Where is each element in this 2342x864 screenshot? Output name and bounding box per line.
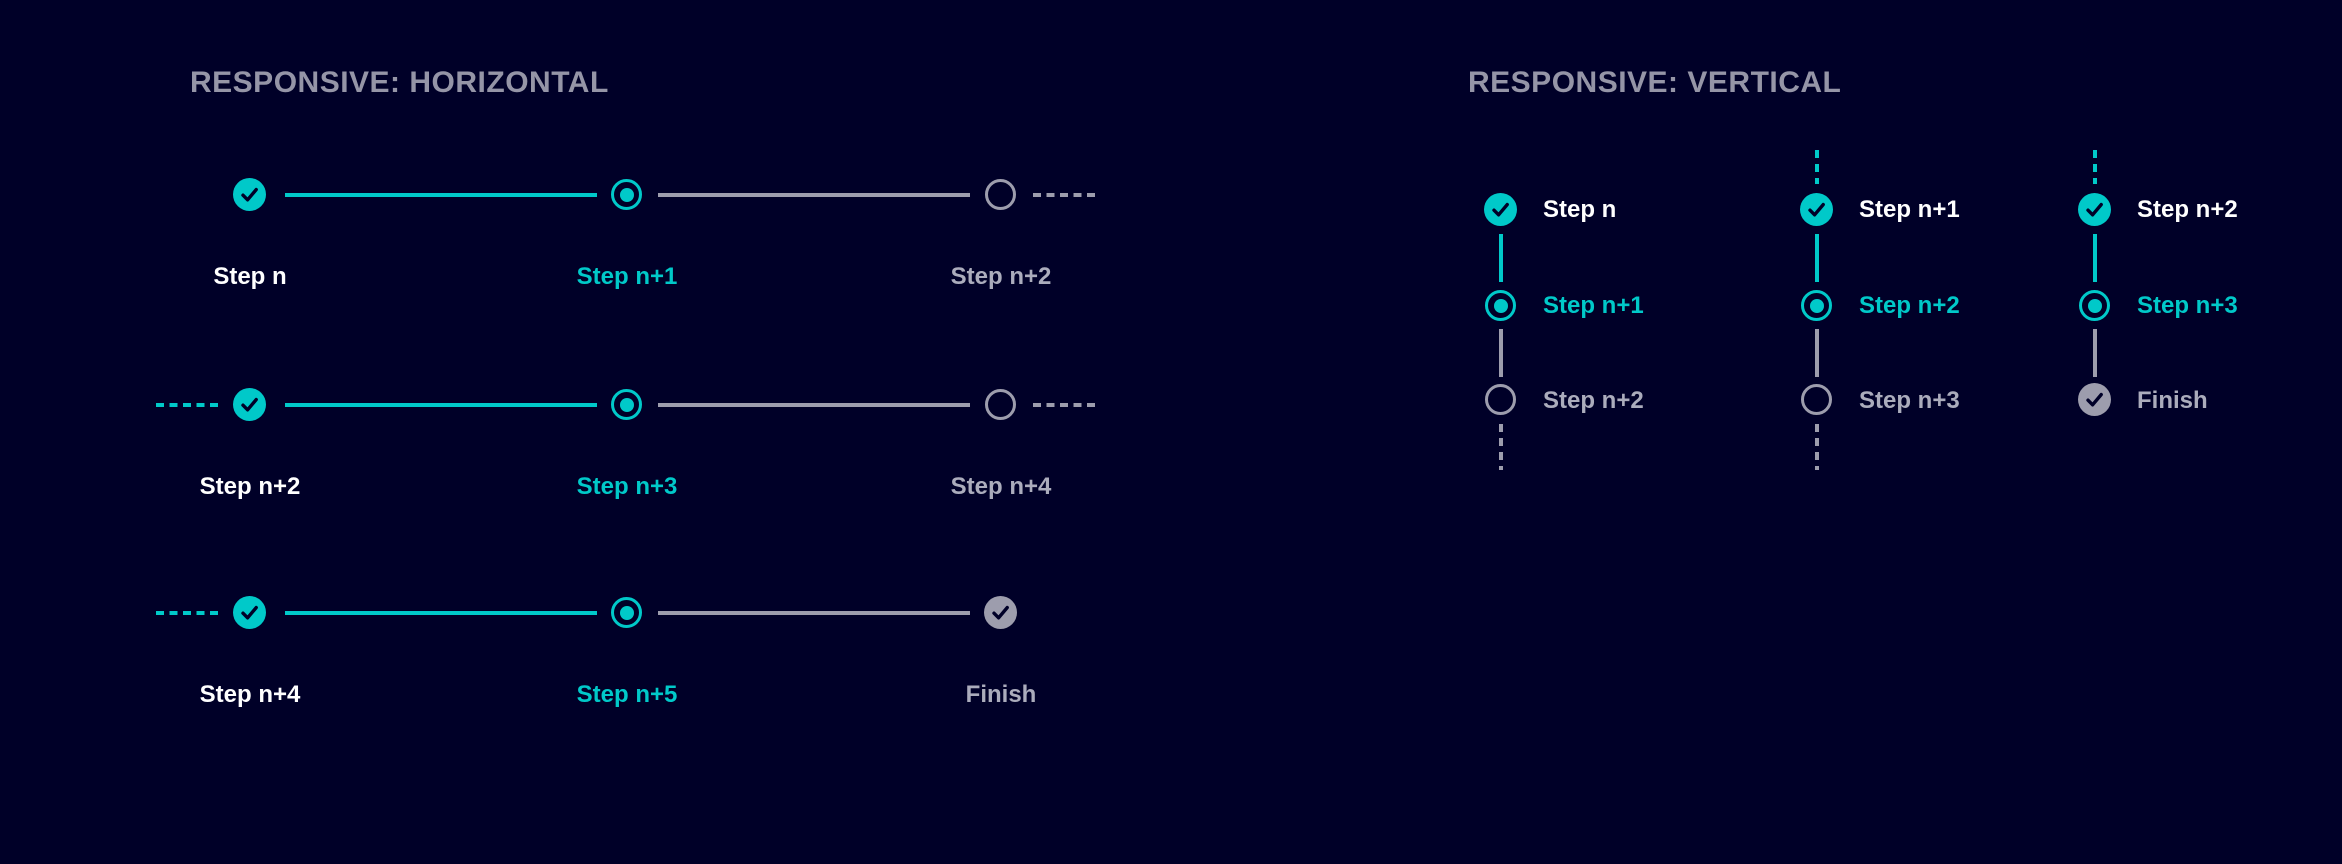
current-dot-icon bbox=[619, 605, 634, 620]
step-label[interactable]: Step n bbox=[213, 263, 287, 290]
step-label[interactable]: Step n+1 bbox=[1543, 292, 1644, 319]
overflow-dashes-bottom bbox=[1498, 424, 1503, 470]
step-label[interactable]: Step n+3 bbox=[576, 473, 678, 500]
overflow-dashes-top bbox=[2092, 150, 2097, 184]
check-icon bbox=[992, 605, 1009, 620]
current-dot-icon bbox=[1809, 298, 1824, 313]
vertical-section-title: RESPONSIVE: VERTICAL bbox=[1468, 66, 1842, 99]
overflow-dashes-left bbox=[156, 402, 219, 407]
horizontal-section-title: RESPONSIVE: HORIZONTAL bbox=[190, 66, 609, 99]
step-completed-icon[interactable] bbox=[233, 178, 266, 211]
overflow-dashes-right bbox=[1033, 192, 1096, 197]
step-completed-icon[interactable] bbox=[1484, 193, 1517, 226]
step-label[interactable]: Step n+3 bbox=[1859, 387, 1960, 414]
step-label[interactable]: Finish bbox=[965, 681, 1037, 708]
check-icon bbox=[241, 605, 258, 620]
step-upcoming-circle[interactable] bbox=[1485, 384, 1516, 415]
overflow-dashes-top bbox=[1814, 150, 1819, 184]
current-dot-icon bbox=[619, 397, 634, 412]
step-completed-icon[interactable] bbox=[1800, 193, 1833, 226]
step-label[interactable]: Step n+2 bbox=[1859, 292, 1960, 319]
step-finish-icon[interactable] bbox=[984, 596, 1017, 629]
step-current-indicator[interactable] bbox=[2079, 290, 2110, 321]
step-label[interactable]: Step n+4 bbox=[950, 473, 1052, 500]
step-label[interactable]: Finish bbox=[2137, 387, 2208, 414]
connector-line-upcoming bbox=[2092, 329, 2097, 377]
step-label[interactable]: Step n+2 bbox=[2137, 196, 2238, 223]
step-completed-icon[interactable] bbox=[233, 388, 266, 421]
step-label[interactable]: Step n+1 bbox=[1859, 196, 1960, 223]
step-label[interactable]: Step n+3 bbox=[2137, 292, 2238, 319]
current-dot-icon bbox=[1493, 298, 1508, 313]
connector-line-upcoming bbox=[1498, 329, 1503, 377]
step-label[interactable]: Step n+2 bbox=[199, 473, 301, 500]
step-current-indicator[interactable] bbox=[611, 179, 642, 210]
step-upcoming-circle[interactable] bbox=[985, 389, 1016, 420]
step-label[interactable]: Step n+2 bbox=[1543, 387, 1644, 414]
current-dot-icon bbox=[619, 187, 634, 202]
horizontal-stepper-row-3: Step n+4 Step n+5 Finish bbox=[156, 596, 1116, 726]
step-label[interactable]: Step n bbox=[1543, 196, 1617, 223]
step-upcoming-circle[interactable] bbox=[985, 179, 1016, 210]
check-icon bbox=[1808, 202, 1825, 217]
step-label[interactable]: Step n+5 bbox=[576, 681, 678, 708]
connector-line-completed bbox=[285, 192, 597, 197]
connector-line-completed bbox=[2092, 234, 2097, 282]
check-icon bbox=[1492, 202, 1509, 217]
step-label[interactable]: Step n+4 bbox=[199, 681, 301, 708]
step-current-indicator[interactable] bbox=[611, 597, 642, 628]
step-label[interactable]: Step n+2 bbox=[950, 263, 1052, 290]
vertical-stepper-column-2: Step n+1 Step n+2 Step n+3 bbox=[1800, 140, 2120, 500]
check-icon bbox=[2086, 202, 2103, 217]
check-icon bbox=[241, 397, 258, 412]
overflow-dashes-bottom bbox=[1814, 424, 1819, 470]
check-icon bbox=[2086, 392, 2103, 407]
vertical-stepper-column-1: Step n Step n+1 Step n+2 bbox=[1484, 140, 1804, 500]
connector-line-completed bbox=[285, 610, 597, 615]
connector-line-completed bbox=[1498, 234, 1503, 282]
connector-line-completed bbox=[1814, 234, 1819, 282]
connector-line-upcoming bbox=[658, 610, 970, 615]
step-completed-icon[interactable] bbox=[2078, 193, 2111, 226]
step-upcoming-circle[interactable] bbox=[1801, 384, 1832, 415]
current-dot-icon bbox=[2087, 298, 2102, 313]
connector-line-upcoming bbox=[1814, 329, 1819, 377]
step-completed-icon[interactable] bbox=[233, 596, 266, 629]
step-current-indicator[interactable] bbox=[611, 389, 642, 420]
step-finish-icon[interactable] bbox=[2078, 383, 2111, 416]
vertical-stepper-column-3: Step n+2 Step n+3 Finish bbox=[2078, 140, 2342, 500]
connector-line-upcoming bbox=[658, 402, 970, 407]
horizontal-stepper-row-2: Step n+2 Step n+3 Step n+4 bbox=[156, 388, 1116, 518]
connector-line-completed bbox=[285, 402, 597, 407]
horizontal-stepper-row-1: Step n Step n+1 Step n+2 bbox=[156, 178, 1116, 308]
step-current-indicator[interactable] bbox=[1485, 290, 1516, 321]
step-current-indicator[interactable] bbox=[1801, 290, 1832, 321]
overflow-dashes-right bbox=[1033, 402, 1096, 407]
step-label[interactable]: Step n+1 bbox=[576, 263, 678, 290]
check-icon bbox=[241, 187, 258, 202]
overflow-dashes-left bbox=[156, 610, 219, 615]
connector-line-upcoming bbox=[658, 192, 970, 197]
